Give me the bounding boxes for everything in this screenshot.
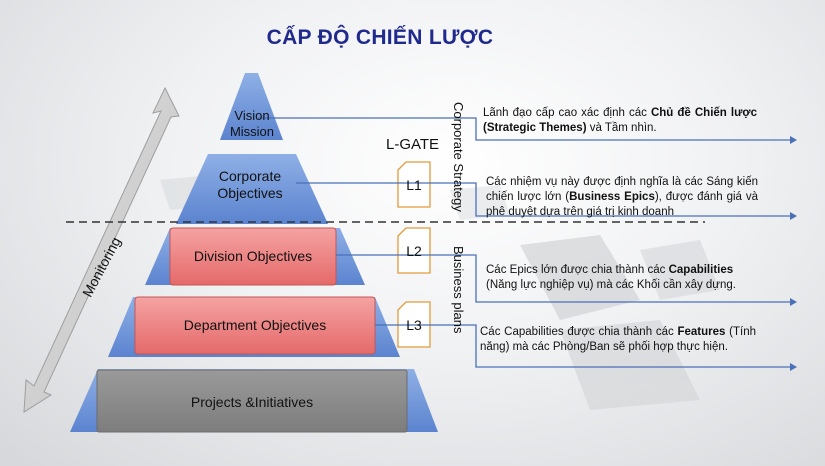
tier-projects-label: Projects &Initiatives (190, 394, 314, 410)
l1-box-shape (397, 161, 431, 208)
projects-box (96, 369, 408, 433)
description-vision-bold: Chủ đề Chiến lược (Strategic Themes) (483, 107, 757, 134)
description-vision-text: Lãnh đạo cấp cao xác định các (483, 107, 651, 119)
l3-label: L3 (406, 317, 422, 333)
monitoring-arrow (23, 86, 180, 413)
corporate-strategy-label: Corporate Strategy (451, 102, 466, 212)
l2-label: L2 (406, 243, 422, 259)
lgate-label: L-GATE (386, 136, 440, 153)
tier-corporate-shape (176, 154, 328, 224)
description-corporate-bold: Business Epics (569, 191, 655, 203)
arrow-heads (790, 136, 797, 371)
l1-label: L1 (406, 177, 422, 193)
description-corporate-tail: ), được đánh giá và phê duyệt dựa trên g… (486, 191, 758, 218)
tier-vision-shape (220, 73, 283, 140)
tier-vision-line1: Vision (234, 108, 270, 123)
description-department-bold: Features (677, 326, 726, 338)
background-blocks (160, 175, 720, 410)
tier-corporate-line1: Corporate (218, 168, 282, 184)
description-department-tail: (Tính năng) mà các Phòng/Ban sẽ phối hợp… (480, 326, 756, 353)
description-division-tail: (Năng lực nghiệp vụ) mà các Khối cần xây… (486, 279, 736, 291)
page-title: CẤP ĐỘ CHIẾN LƯỢC (266, 26, 494, 49)
l2-box-shape (397, 227, 431, 274)
connector-lines (258, 117, 790, 368)
description-division: Các Epics lớn được chia thành các Capabi… (486, 263, 758, 293)
description-corporate: Các nhiệm vụ này được định nghĩa là các … (486, 175, 758, 220)
description-corporate-text: Các nhiệm vụ này được định nghĩa là các … (486, 176, 758, 203)
description-division-bold: Capabilities (668, 264, 734, 276)
tier-department-label: Department Objectives (183, 317, 327, 333)
description-department-text: Các Capabilities được chia thành các (480, 326, 678, 338)
description-vision-tail: và Tầm nhìn. (586, 122, 657, 134)
tier-division-label: Division Objectives (193, 248, 313, 264)
description-division-text: Các Epics lớn được chia thành các (486, 264, 669, 276)
tier-corporate-label: Corporate Objectives (200, 168, 300, 202)
tier-corporate-line2: Objectives (217, 185, 283, 201)
tier-vision-label: Vision Mission (214, 108, 290, 140)
division-box (169, 227, 337, 286)
description-department: Các Capabilities được chia thành các Fea… (480, 325, 756, 355)
business-plans-label: Business plans (451, 246, 466, 334)
tier-vision-line2: Mission (229, 124, 275, 139)
description-vision: Lãnh đạo cấp cao xác định các Chủ đề Chi… (483, 106, 757, 136)
